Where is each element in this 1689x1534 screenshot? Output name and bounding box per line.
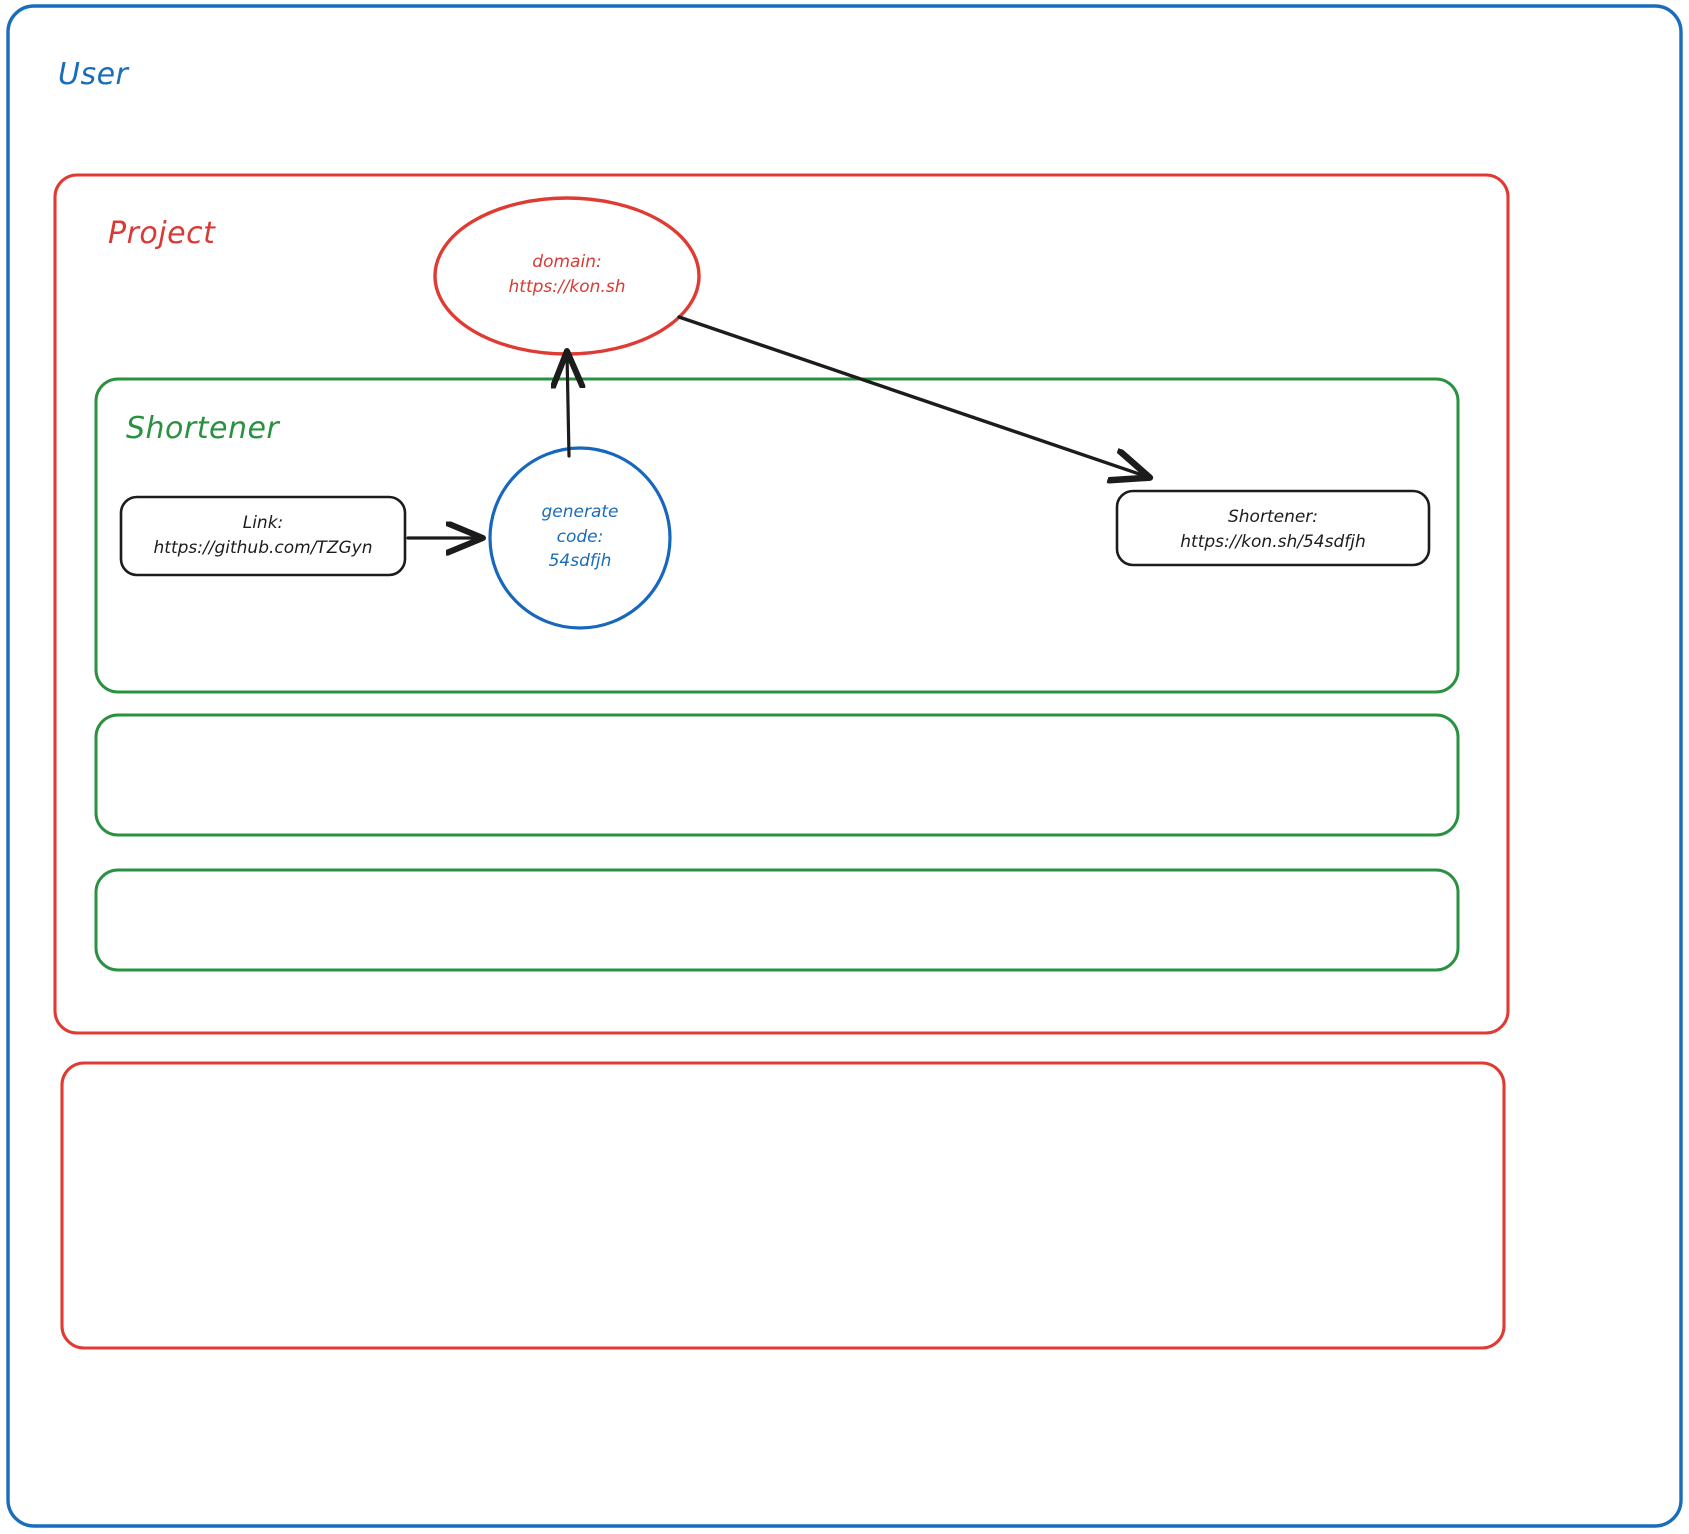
link-box-shape xyxy=(119,495,407,577)
domain-ellipse-text: domain: https://kon.sh xyxy=(437,250,697,299)
link-box-text: Link: https://github.com/TZGyn xyxy=(121,511,405,560)
empty-green-box-1-border xyxy=(94,713,1460,837)
link-box-line1: Link: xyxy=(242,513,284,533)
project-container-border xyxy=(53,173,1510,1035)
generate-circle-shape xyxy=(488,446,672,630)
edge-domain-to-shortener-result xyxy=(677,315,1148,477)
generate-circle-line1: generate xyxy=(541,502,619,522)
generate-circle-line2: code: xyxy=(556,526,604,547)
shortener-result-box-text: Shortener: https://kon.sh/54sdfjh xyxy=(1117,505,1429,554)
empty-green-box-2-border xyxy=(94,868,1460,972)
shortener-container-border xyxy=(94,377,1460,694)
user-container-border xyxy=(6,4,1683,1528)
generate-circle-line3: 54sdfjh xyxy=(548,551,612,572)
edge-generate-to-domain xyxy=(567,353,569,458)
shortener-result-line1: Shortener: xyxy=(1227,507,1319,527)
shortener-result-line2: https://kon.sh/54sdfjh xyxy=(1180,531,1366,552)
shortener-result-box-shape xyxy=(1115,489,1431,567)
empty-red-box-border xyxy=(60,1061,1506,1350)
domain-ellipse-line2: https://kon.sh xyxy=(508,276,626,297)
domain-ellipse-line1: domain: xyxy=(532,252,602,272)
generate-circle-text: generate code: 54sdfjh xyxy=(490,500,670,574)
link-box-line2: https://github.com/TZGyn xyxy=(153,537,373,558)
